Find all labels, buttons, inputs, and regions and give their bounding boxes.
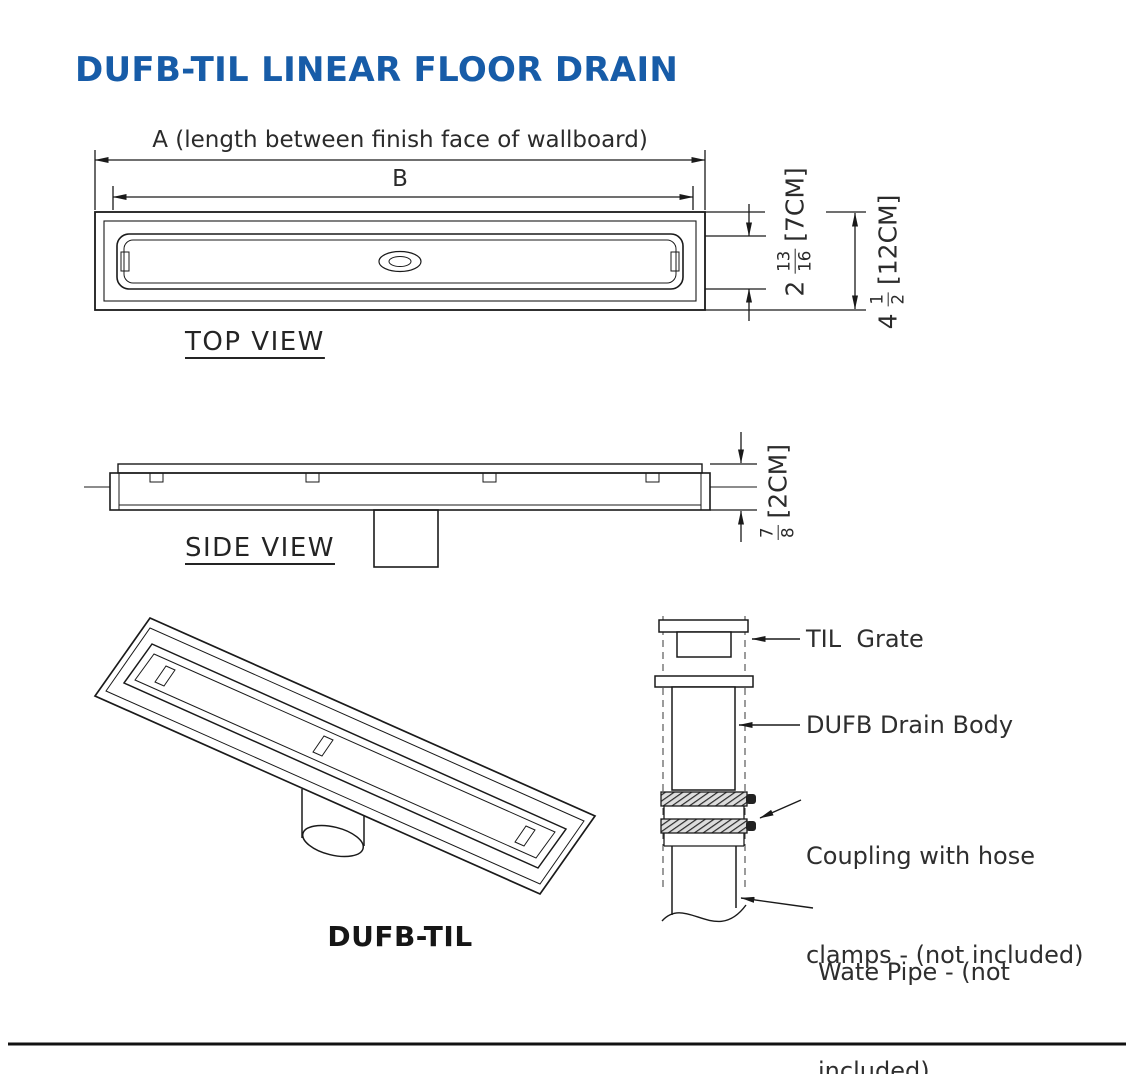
top-view-dimensions (94, 150, 866, 321)
coupling-label: Coupling with hose clamps - (not include… (806, 774, 1083, 1038)
iso-clip-left (154, 665, 176, 687)
fraction-denominator: 8 (779, 527, 798, 538)
iso-outlet-pipe (301, 824, 365, 858)
iso-clip-right (514, 825, 536, 847)
iso-clip-middle (312, 735, 334, 757)
end-clip-right (670, 251, 680, 272)
side-view-caption: SIDE VIEW (185, 533, 335, 563)
dim-b-label: B (392, 166, 408, 192)
iso-grate (134, 653, 556, 859)
drain-body (671, 686, 736, 791)
pipe-break-wave (661, 904, 747, 923)
anchor-tab (645, 472, 660, 483)
dim-overall-whole: 4 (873, 313, 903, 330)
anchor-tab (149, 472, 164, 483)
page-title: DUFB-TIL LINEAR FLOOR DRAIN (75, 50, 679, 90)
fraction-numerator: 1 (867, 291, 889, 307)
top-view-channel-outer (116, 233, 684, 290)
end-clip-left (120, 251, 130, 272)
anchor-tab (482, 472, 497, 483)
side-view-drawing (84, 463, 757, 568)
assembly-drawing (654, 616, 756, 923)
drain-body-label: DUFB Drain Body (806, 711, 1014, 739)
fraction-numerator: 13 (774, 248, 796, 274)
coupling-label-line2: clamps - (not included) (806, 941, 1084, 969)
side-view-dimensions (710, 432, 757, 542)
leader-pipe-arrow (740, 896, 814, 909)
dim-a-label: A (length between finish face of wallboa… (152, 127, 648, 153)
fraction-denominator: 16 (796, 250, 815, 272)
dim-channel-whole: 2 (780, 280, 810, 297)
top-view-drawing (94, 211, 706, 311)
side-body (109, 472, 711, 511)
fraction-denominator: 2 (889, 293, 908, 305)
coupling-label-line1: Coupling with hose (806, 842, 1036, 870)
pipe-label-line2: included) (818, 1057, 930, 1074)
drain-flange (654, 675, 754, 688)
top-view-channel-inner (123, 239, 677, 284)
clamp-bolt-2 (746, 821, 756, 831)
isometric-drawing (93, 616, 597, 896)
top-view-inner-frame (103, 220, 697, 302)
dim-overall-unit: [12CM] (873, 194, 903, 285)
til-grate-neck (676, 631, 732, 658)
dim-profile-unit: [2CM] (763, 444, 793, 519)
clamp-bolt-1 (746, 794, 756, 804)
drain-outlet-inner (388, 256, 412, 267)
leader-coupling-arrow (759, 799, 802, 819)
top-view-caption: TOP VIEW (185, 327, 325, 357)
iso-flange-outer (93, 616, 597, 896)
hose-clamp-band-2 (660, 818, 748, 834)
isometric-caption: DUFB-TIL (327, 920, 473, 953)
iso-channel (122, 643, 568, 869)
pipe-label-line1: Wate Pipe - (not (818, 958, 1010, 986)
anchor-tab (305, 472, 320, 483)
hose-clamp-band-1 (660, 791, 748, 807)
drain-outlet-outer (378, 250, 422, 273)
til-grate-top (658, 619, 749, 633)
side-grate-plate (117, 463, 703, 474)
assembly-leaders (738, 636, 814, 909)
dim-channel-unit: [7CM] (780, 167, 810, 242)
pipe-label: Wate Pipe - (not included) (818, 890, 1010, 1074)
fraction-numerator: 7 (757, 525, 779, 540)
top-view-outer-frame (94, 211, 706, 311)
side-outlet-pipe (373, 509, 439, 568)
grate-label: TIL Grate (806, 625, 924, 653)
iso-flange-inner (105, 627, 585, 885)
